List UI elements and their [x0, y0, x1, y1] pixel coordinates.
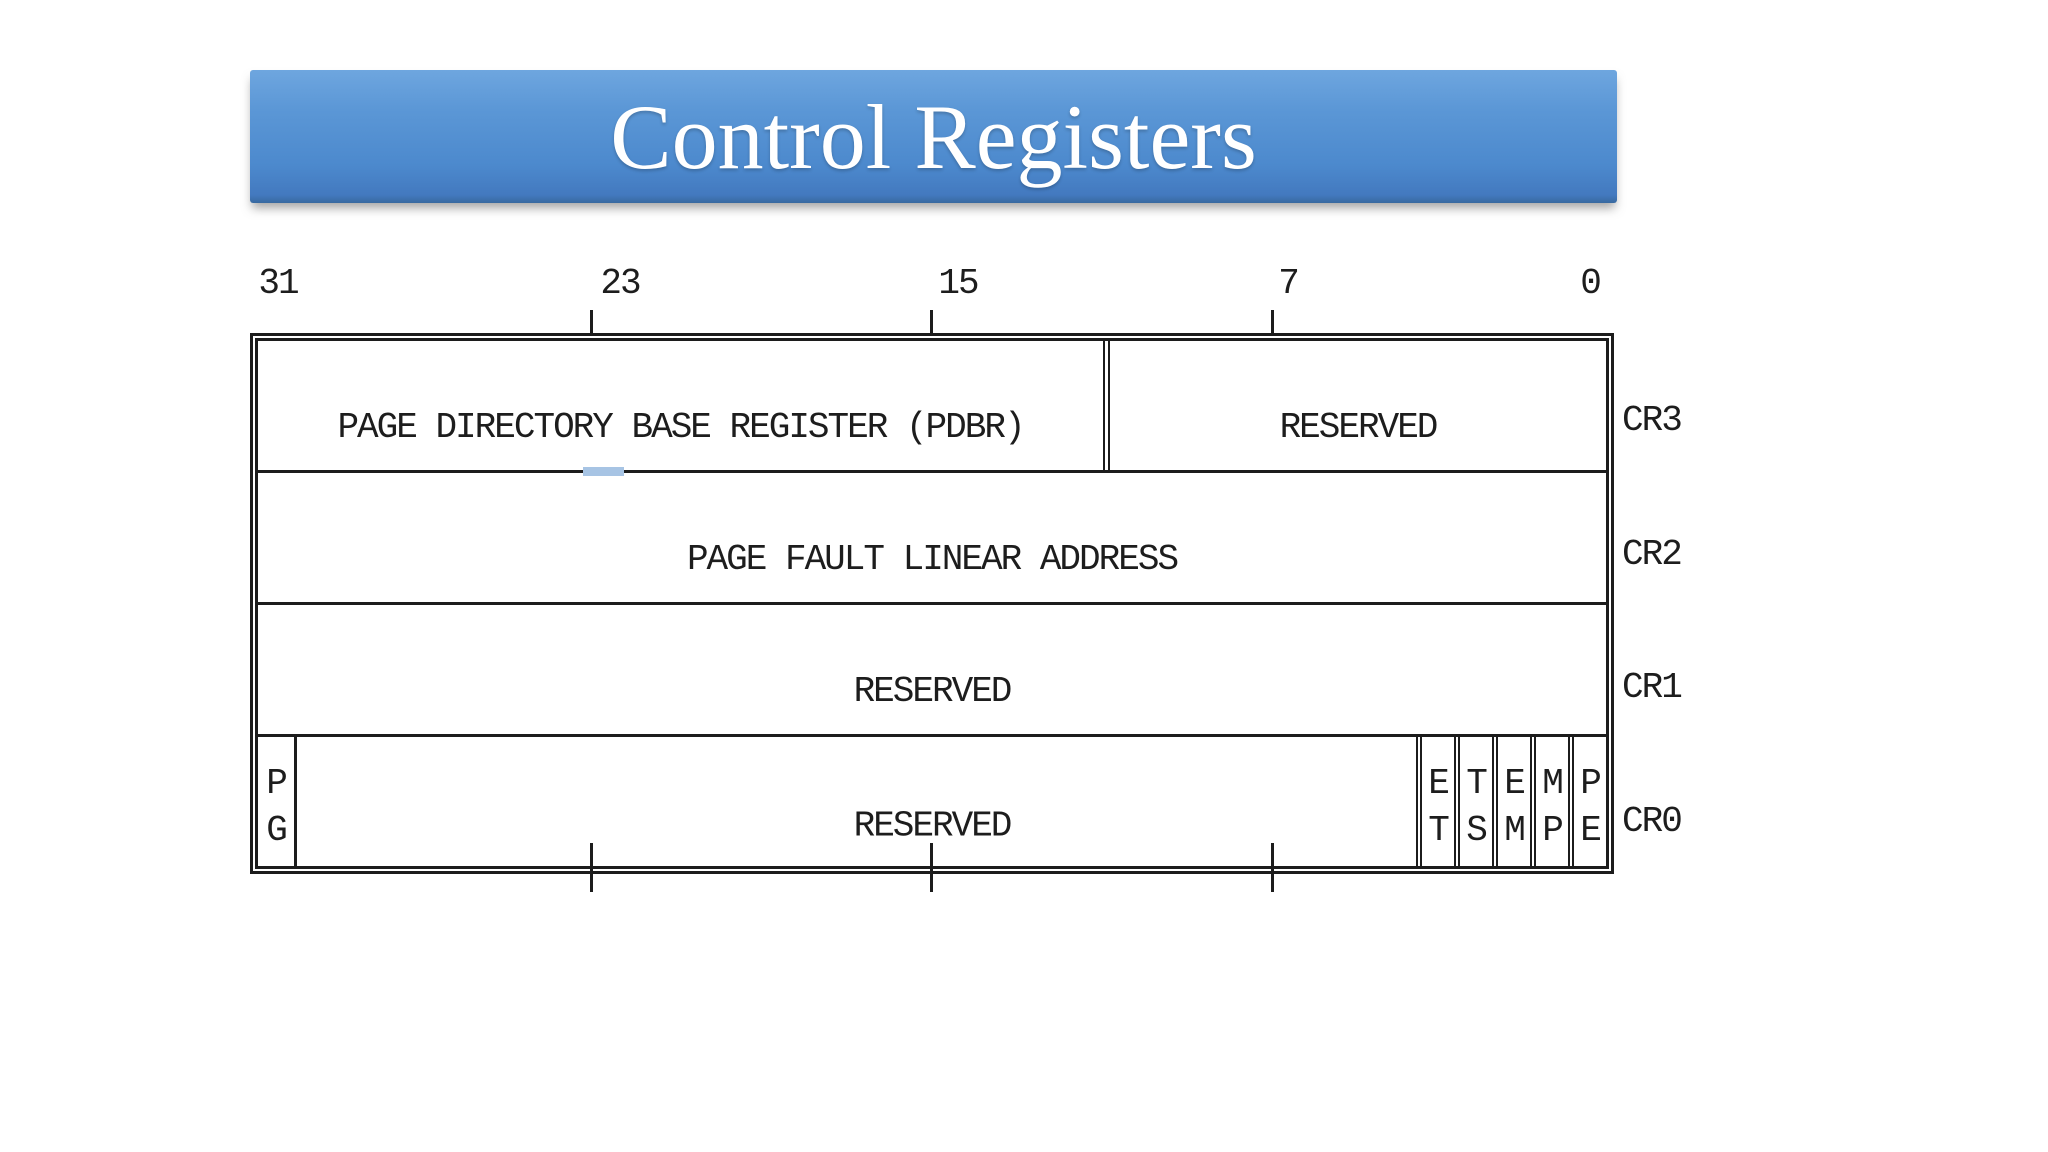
register-row-cr2: PAGE FAULT LINEAR ADDRESS [258, 473, 1606, 605]
register-row-cr3: PAGE DIRECTORY BASE REGISTER (PDBR) RESE… [258, 341, 1606, 473]
cr0-pg-top: P [266, 762, 288, 804]
cr0-em-top: E [1504, 762, 1526, 804]
cr0-reserved-label: RESERVED [853, 805, 1013, 846]
cr1-field: RESERVED [258, 605, 1606, 734]
cr0-et-top: E [1428, 762, 1450, 804]
cr2-field: PAGE FAULT LINEAR ADDRESS [258, 473, 1606, 602]
cr0-ts-bottom: S [1466, 809, 1488, 851]
cr0-et-flag-letters: E T [1428, 760, 1450, 854]
bit-label-15: 15 [938, 263, 979, 304]
cr1-label: RESERVED [853, 671, 1013, 712]
cr0-mp-flag-letters: M P [1542, 760, 1564, 854]
cr0-et-flag-cell: E T [1416, 737, 1454, 866]
cr0-pe-flag-letters: P E [1580, 760, 1602, 854]
cr0-em-bottom: M [1504, 809, 1526, 851]
cr0-pe-flag-cell: P E [1568, 737, 1606, 866]
bit-label-7: 7 [1278, 263, 1300, 304]
cr0-em-flag-cell: E M [1492, 737, 1530, 866]
register-row-cr1: RESERVED [258, 605, 1606, 737]
tick-bottom-bit16 [930, 843, 933, 892]
highlight-artifact [583, 467, 624, 476]
register-name-cr1: CR1 [1622, 667, 1683, 708]
register-row-cr0: P G E T T S E M [258, 737, 1606, 866]
cr0-pe-bottom: E [1580, 809, 1602, 851]
cr0-pg-flag-letters: P G [266, 760, 288, 854]
slide-title: Control Registers [610, 85, 1257, 188]
bit-label-23: 23 [600, 263, 641, 304]
cr0-et-bottom: T [1428, 809, 1450, 851]
cr0-mp-bottom: P [1542, 809, 1564, 851]
cr3-pdbr-label: PAGE DIRECTORY BASE REGISTER (PDBR) [337, 407, 1025, 448]
cr3-pdbr-field: PAGE DIRECTORY BASE REGISTER (PDBR) [258, 341, 1103, 470]
cr0-ts-flag-letters: T S [1466, 760, 1488, 854]
cr0-ts-flag-cell: T S [1454, 737, 1492, 866]
cr2-label: PAGE FAULT LINEAR ADDRESS [686, 539, 1179, 580]
cr0-reserved-field [297, 737, 1416, 866]
cr3-reserved-label: RESERVED [1279, 407, 1439, 448]
cr3-reserved-field: RESERVED [1103, 341, 1606, 470]
bit-label-0: 0 [1580, 263, 1602, 304]
cr0-em-flag-letters: E M [1504, 760, 1526, 854]
register-name-cr3: CR3 [1622, 400, 1683, 441]
register-name-cr0: CR0 [1622, 801, 1683, 842]
cr0-mp-flag-cell: M P [1530, 737, 1568, 866]
tick-bottom-bit24 [590, 843, 593, 892]
bit-label-31: 31 [258, 263, 299, 304]
tick-bottom-bit8 [1271, 843, 1274, 892]
cr0-pe-top: P [1580, 762, 1602, 804]
register-diagram: PAGE DIRECTORY BASE REGISTER (PDBR) RESE… [250, 333, 1614, 874]
cr0-pg-bottom: G [266, 809, 288, 851]
cr0-pg-flag-cell: P G [258, 737, 297, 866]
title-banner: Control Registers [250, 70, 1617, 203]
cr0-ts-top: T [1466, 762, 1488, 804]
cr0-mp-top: M [1542, 762, 1564, 804]
register-name-cr2: CR2 [1622, 534, 1683, 575]
